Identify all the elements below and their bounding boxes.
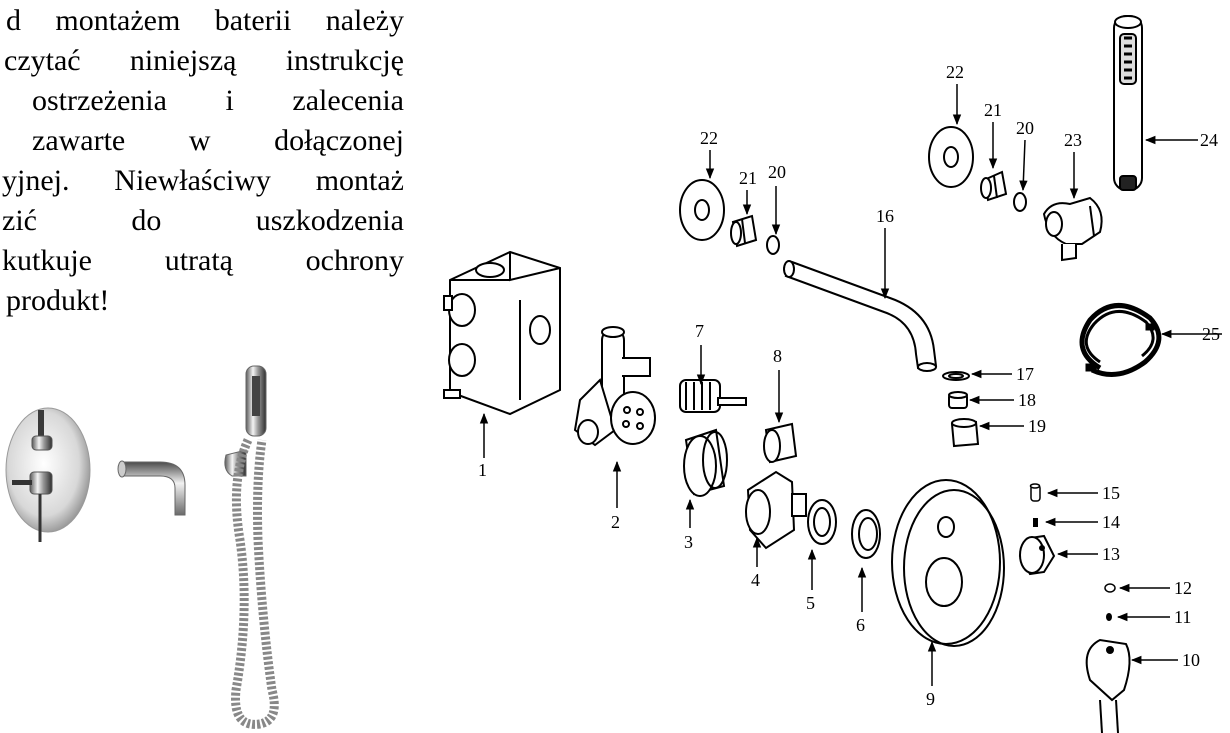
label-part-19: 19 xyxy=(1028,416,1046,436)
label-part-17: 17 xyxy=(1016,364,1034,384)
label-part-14: 14 xyxy=(1102,512,1120,532)
part-19-aerator-housing xyxy=(950,418,980,448)
part-1-mounting-box xyxy=(443,250,561,416)
label-part-4: 4 xyxy=(751,570,760,590)
label-part-16: 16 xyxy=(876,206,894,226)
label-part-8: 8 xyxy=(773,346,782,366)
part-24-hand-shower xyxy=(1113,15,1143,191)
label-part-7: 7 xyxy=(695,321,704,341)
label-part-3: 3 xyxy=(684,532,693,552)
label-part-12: 12 xyxy=(1174,578,1192,598)
part-10-shower-outlet xyxy=(1085,638,1131,733)
leader-arrows xyxy=(479,84,1222,686)
label-part-5: 5 xyxy=(806,593,815,613)
product-photo-mixer xyxy=(5,407,91,542)
label-part-11: 11 xyxy=(1174,607,1191,627)
product-photo-spout xyxy=(117,460,186,516)
label-part-22-left: 22 xyxy=(700,128,718,148)
label-part-21-right: 21 xyxy=(984,100,1002,120)
label-part-1: 1 xyxy=(478,460,487,480)
label-part-6: 6 xyxy=(856,615,865,635)
part-12-cap xyxy=(1104,583,1116,593)
label-part-25: 25 xyxy=(1202,324,1220,344)
label-part-2: 2 xyxy=(611,512,620,532)
part-22-rosette-left xyxy=(679,179,725,241)
part-22-rosette-right xyxy=(928,126,974,188)
part-11-screw xyxy=(1106,613,1112,621)
part-4-diverter xyxy=(745,470,807,550)
label-part-20-left: 20 xyxy=(768,162,786,182)
part-6-ring xyxy=(851,509,881,559)
label-part-13: 13 xyxy=(1102,544,1120,564)
label-part-23: 23 xyxy=(1064,130,1082,150)
part-14-grub-screw xyxy=(1033,518,1038,527)
part-25-shower-hose xyxy=(1079,303,1162,377)
part-15-pin xyxy=(1029,483,1041,502)
part-21-adapter-right xyxy=(980,170,1008,202)
part-18-aerator xyxy=(948,391,968,409)
label-part-20-right: 20 xyxy=(1016,118,1034,138)
intro-line-8: produkt! xyxy=(6,284,110,317)
part-7-cartridge xyxy=(679,379,747,413)
part-21-adapter-left xyxy=(730,214,758,248)
label-part-10: 10 xyxy=(1182,650,1200,670)
part-3-sleeve xyxy=(683,428,728,497)
part-5-ring xyxy=(807,499,837,545)
part-23-shower-holder xyxy=(1042,196,1103,262)
label-part-18: 18 xyxy=(1018,390,1036,410)
part-16-spout xyxy=(783,260,938,372)
part-20-o-ring-right xyxy=(1013,192,1027,212)
label-part-15: 15 xyxy=(1102,483,1120,503)
label-part-9: 9 xyxy=(926,689,935,709)
label-part-24: 24 xyxy=(1200,130,1218,150)
label-part-21-left: 21 xyxy=(739,168,757,188)
label-part-22-right: 22 xyxy=(946,62,964,82)
part-9-cover-plate xyxy=(891,479,1005,647)
part-2-valve-body xyxy=(573,326,656,447)
part-13-handle xyxy=(1018,534,1056,576)
part-17-washer xyxy=(942,371,970,381)
part-8-sleeve xyxy=(763,422,798,464)
part-20-o-ring-left xyxy=(766,235,780,255)
product-photo-hand-shower xyxy=(224,365,279,729)
